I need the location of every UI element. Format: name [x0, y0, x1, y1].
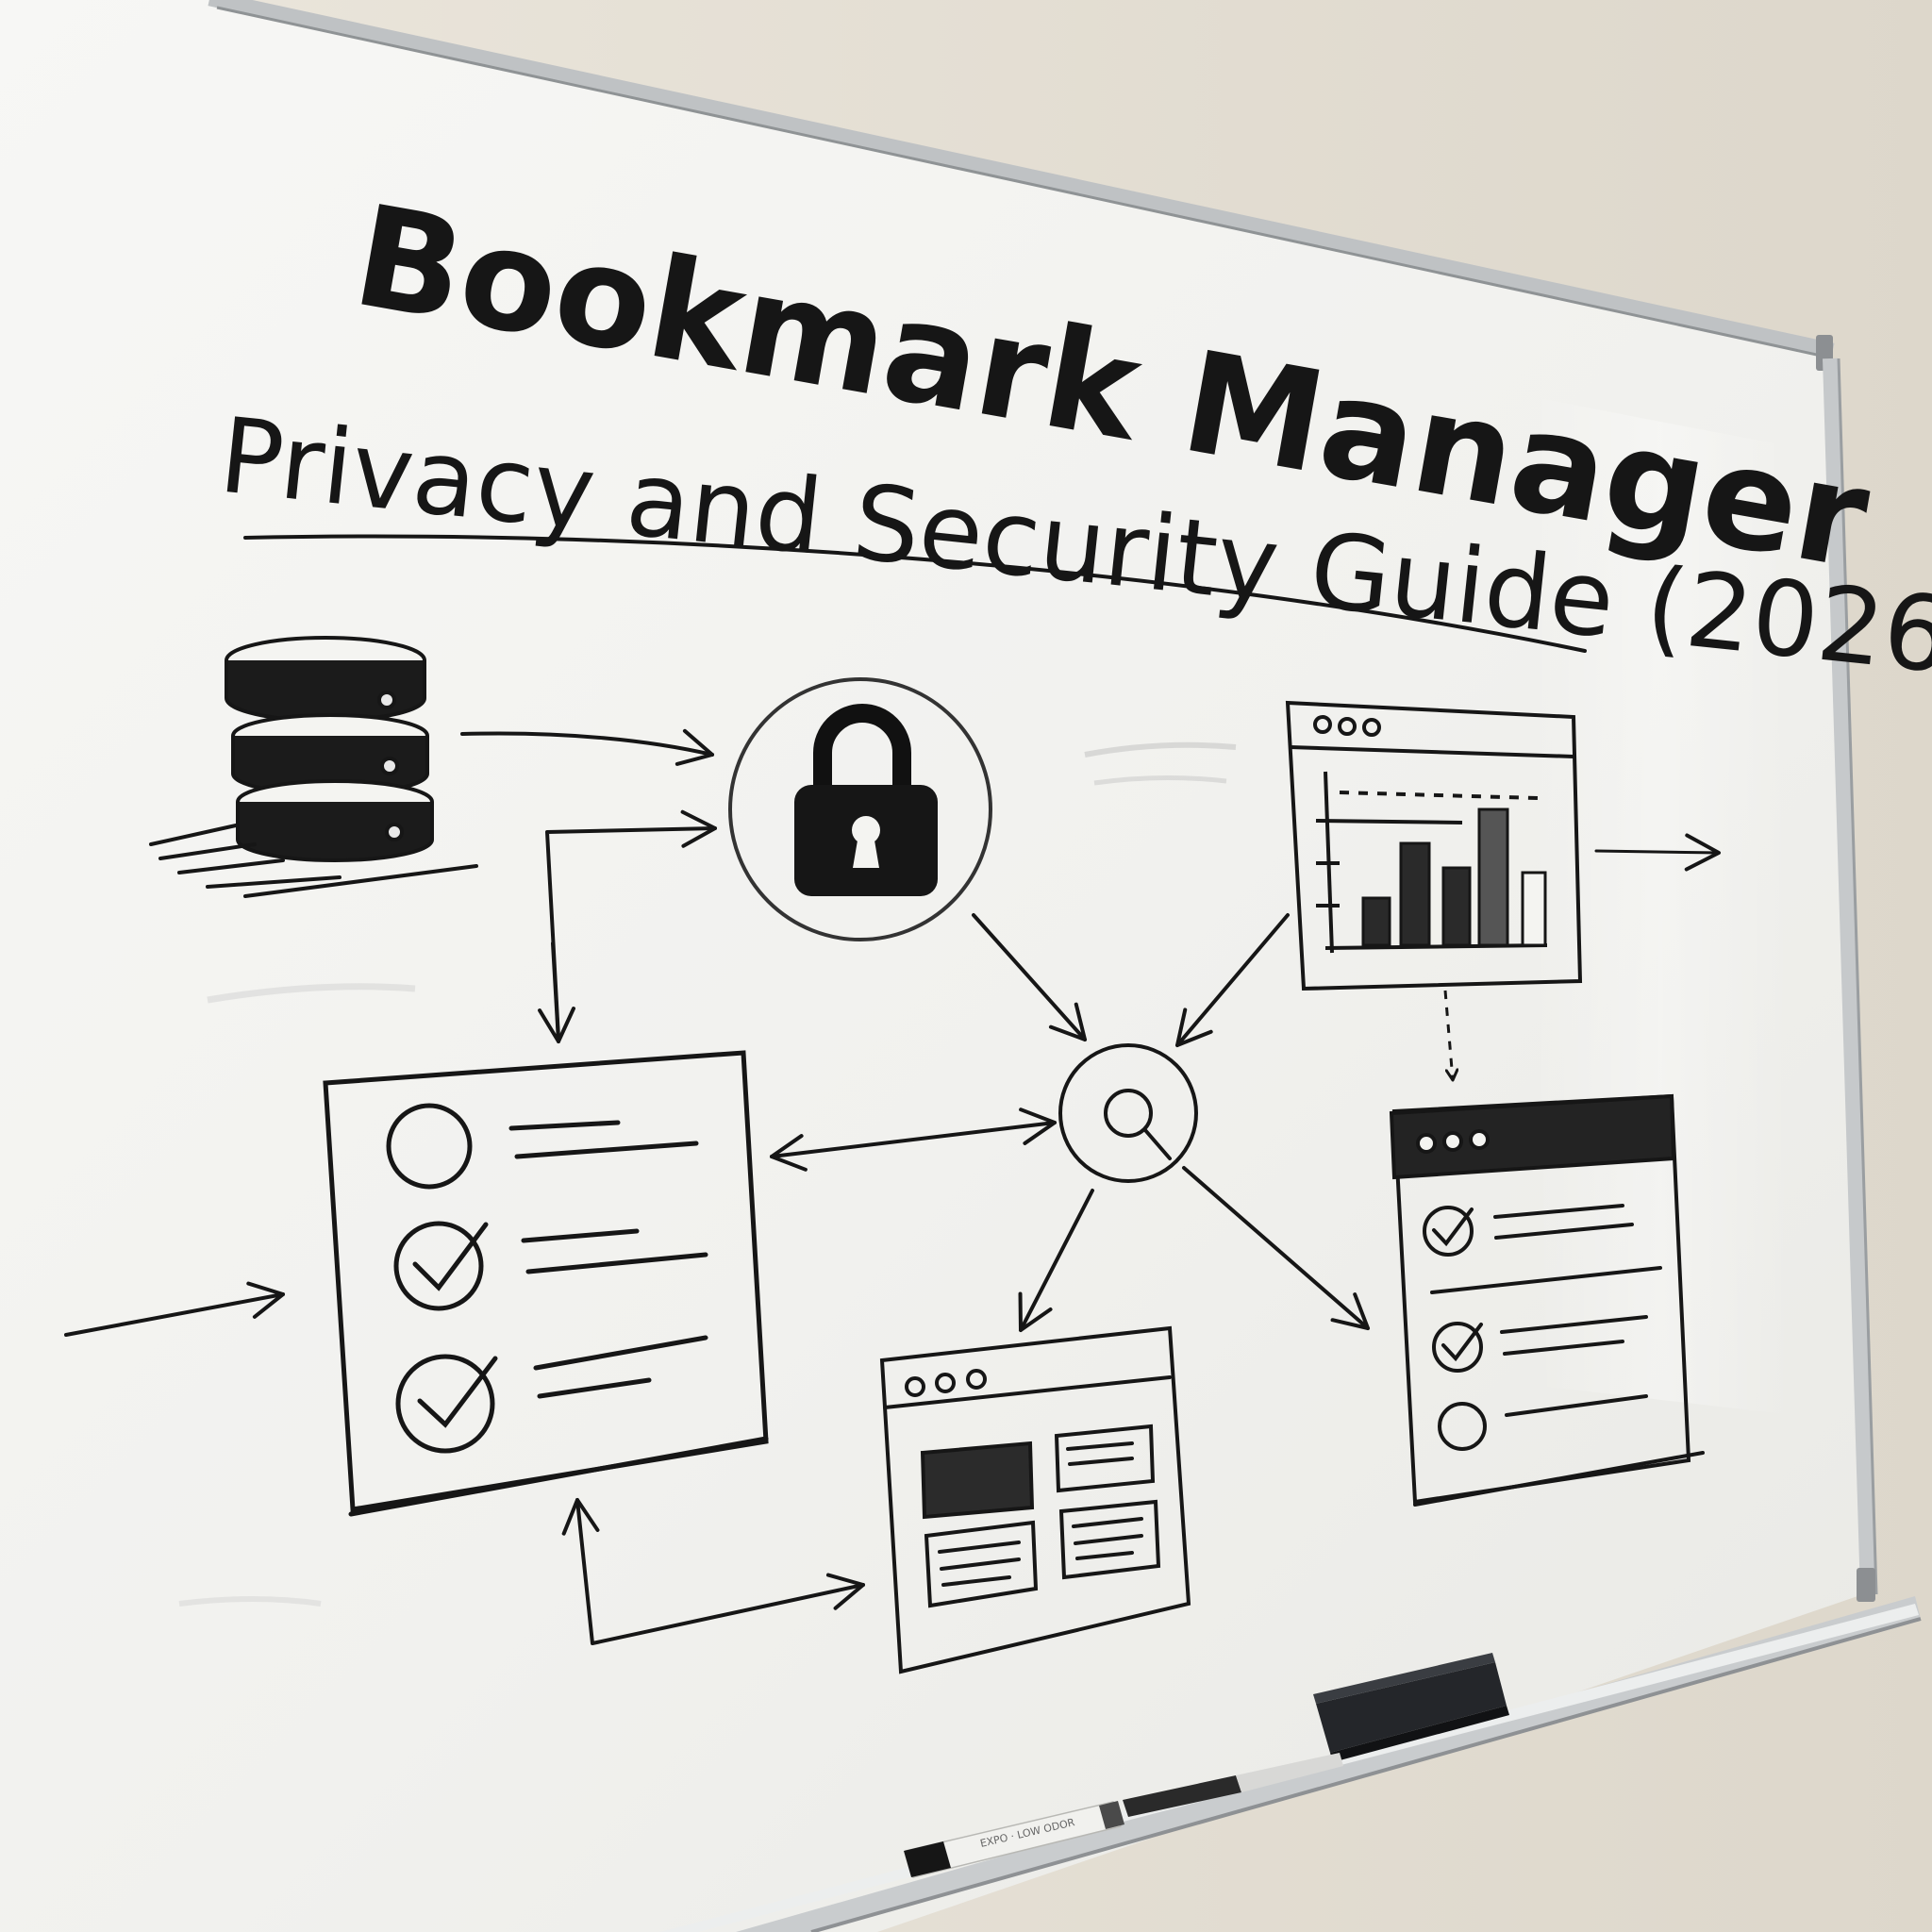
whiteboard-right-frame-edge	[1837, 358, 1878, 1595]
eraser-smudges	[178, 741, 1237, 1607]
whiteboard-surface	[0, 0, 1863, 1932]
whiteboard-top-frame	[208, 0, 1835, 358]
arrow-search-to-window	[1182, 1166, 1370, 1330]
title-underline	[243, 534, 1587, 653]
arrow-search-to-browser	[1018, 1189, 1094, 1332]
arrow-checklist-to-browser	[561, 1498, 865, 1645]
bar-chart-window-icon	[1285, 700, 1583, 991]
checklist-panel-icon	[323, 1050, 769, 1517]
arrow-chart-to-search	[1175, 913, 1290, 1047]
lock-icon	[728, 677, 992, 941]
whiteboard-top-frame-edge	[216, 6, 1826, 358]
checklist-window-icon	[1389, 1093, 1705, 1507]
arrow-chart-dotted	[1443, 990, 1453, 1080]
whiteboard-right-frame	[1823, 358, 1875, 1595]
search-icon	[1058, 1043, 1198, 1183]
arrow-left-into-checklist	[64, 1281, 285, 1337]
database-speed-lines	[149, 824, 478, 898]
arrow-chart-out	[1594, 833, 1721, 872]
browser-grid-window-icon	[879, 1325, 1191, 1674]
marker-tray-shadow	[810, 1617, 1922, 1932]
arrow-lock-to-search	[972, 913, 1087, 1041]
arrow-search-checklist	[770, 1108, 1057, 1172]
database-icon	[225, 636, 434, 862]
whiteboard-eraser[interactable]	[1313, 1653, 1509, 1762]
arrow-database-to-lock	[460, 728, 714, 766]
arrow-elbow-start	[538, 941, 576, 1043]
chart-bars	[1361, 808, 1547, 947]
frame-corner-cap-bottom	[1857, 1568, 1875, 1602]
dry-erase-marker-2[interactable]	[1123, 1753, 1343, 1817]
